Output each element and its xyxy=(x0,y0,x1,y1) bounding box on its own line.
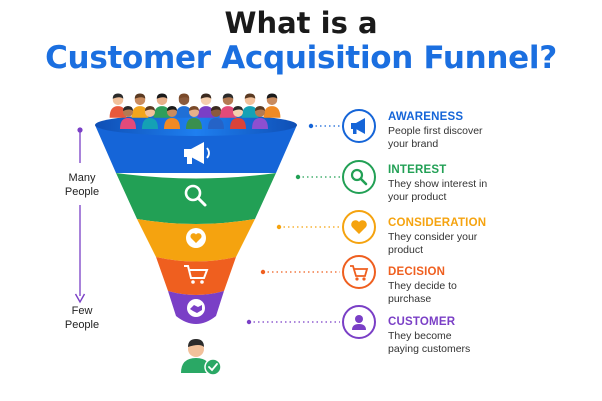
funnel-magnifier-icon xyxy=(184,184,207,207)
stage-customer: CUSTOMER They become paying customers xyxy=(388,315,470,356)
stage-name: INTEREST xyxy=(388,164,447,176)
crowd-people-icon xyxy=(109,93,281,129)
stage-name: DECISION xyxy=(388,266,446,278)
stage-name: CONSIDERATION xyxy=(388,217,487,229)
connector-decision xyxy=(260,269,340,275)
stage-name: AWARENESS xyxy=(388,111,464,123)
stage-interest-magnifier-icon xyxy=(342,160,376,194)
stage-consideration-heart-icon xyxy=(342,210,376,244)
stage-awareness: AWARENESS People first discover your bra… xyxy=(388,110,483,151)
stage-awareness-megaphone-icon xyxy=(342,109,376,143)
title-line-1: What is a xyxy=(224,6,378,40)
stage-description-line-1: They become xyxy=(388,330,452,342)
title-line-2: Customer Acquisition Funnel? xyxy=(45,40,557,76)
connector-consideration xyxy=(276,224,340,230)
stage-description-line-2: paying customers xyxy=(388,343,471,355)
stage-description-line-1: They show interest in xyxy=(388,178,488,190)
customer-avatar xyxy=(181,339,211,373)
funnel-cart-icon xyxy=(184,265,209,284)
funnel-handshake-icon xyxy=(187,299,205,317)
stage-description-line-1: They decide to xyxy=(388,280,457,292)
stage-description-line-1: They consider your xyxy=(388,231,478,243)
stage-name: CUSTOMER xyxy=(388,316,456,328)
many-people-label: Many People xyxy=(64,172,100,198)
connector-customer xyxy=(246,319,340,325)
stage-description-line-2: your brand xyxy=(388,138,439,150)
checkmark-icon xyxy=(204,358,222,376)
stage-description-line-2: your product xyxy=(388,191,447,203)
stage-customer-person-icon xyxy=(342,305,376,339)
people-count-arrow xyxy=(74,127,86,304)
stage-decision: DECISION They decide to purchase xyxy=(388,265,457,306)
few-people-label: Few People xyxy=(64,305,100,331)
stage-consideration: CONSIDERATION They consider your product xyxy=(388,216,486,257)
stage-description-line-2: product xyxy=(388,244,424,256)
funnel xyxy=(95,114,297,324)
funnel-heart-icon xyxy=(186,228,206,248)
stage-interest: INTEREST They show interest in your prod… xyxy=(388,163,487,204)
stage-description-line-1: People first discover xyxy=(388,125,483,137)
connector-awareness xyxy=(308,123,341,129)
funnel-megaphone-icon xyxy=(184,142,210,164)
connector-interest xyxy=(295,174,340,180)
funnel-band-decision xyxy=(156,257,236,295)
stage-description-line-2: purchase xyxy=(388,293,432,305)
stage-decision-cart-icon xyxy=(342,255,376,289)
